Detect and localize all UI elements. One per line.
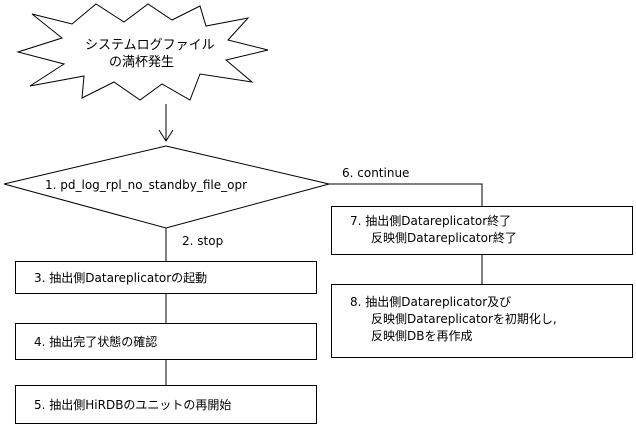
step8-line1: 8. 抽出側Datareplicator及び [350, 295, 512, 309]
step7-line2: 反映側Datareplicator終了 [371, 231, 517, 245]
step3-text: 3. 抽出側Datareplicatorの起動 [34, 271, 208, 285]
step7-box: 7. 抽出側Datareplicator終了 反映側Datareplicator… [331, 206, 633, 255]
step3-box: 3. 抽出側Datareplicatorの起動 [15, 261, 317, 294]
start-arrowhead [158, 129, 174, 142]
step8-line3: 反映側DBを再作成 [371, 329, 473, 343]
step7-line1: 7. 抽出側Datareplicator終了 [350, 214, 512, 228]
step4-box: 4. 抽出完了状態の確認 [15, 323, 317, 360]
step8-box: 8. 抽出側Datareplicator及び 反映側Datareplicator… [331, 284, 633, 358]
start-line2: の満杯発生 [109, 55, 175, 70]
step5-box: 5. 抽出側HiRDBのユニットの再開始 [15, 385, 317, 424]
step5-text: 5. 抽出側HiRDBのユニットの再開始 [34, 398, 232, 412]
start-line1: システムログファイル [85, 38, 215, 53]
start-starburst-shape [16, 3, 269, 101]
step4-text: 4. 抽出完了状態の確認 [34, 335, 158, 349]
decision-no-label: 6. continue [342, 166, 410, 180]
decision-label: 1. pd_log_rpl_no_standby_file_opr [45, 178, 248, 192]
step8-line2: 反映側Datareplicatorを初期化し, [371, 312, 557, 326]
decision-yes-label: 2. stop [182, 234, 224, 248]
continue-connector [329, 183, 483, 206]
